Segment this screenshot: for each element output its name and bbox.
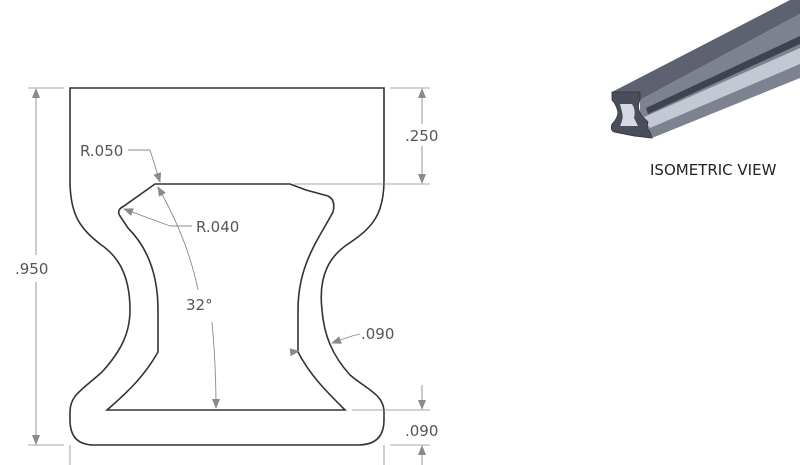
leader-wall-thickness xyxy=(351,333,361,337)
dim-wall-thickness: .090 xyxy=(361,325,394,343)
dim-angle: 32° xyxy=(186,296,213,314)
dim-radius-inner: R.040 xyxy=(196,218,239,236)
iso-channel-groove xyxy=(646,36,800,114)
iso-top-face xyxy=(612,0,800,100)
dim-line-wall-thickness-left xyxy=(289,348,300,357)
leader-radius-outer xyxy=(149,149,162,183)
part-outer-profile xyxy=(69,87,385,446)
dim-arc-angle-upper xyxy=(157,186,199,291)
iso-channel-light xyxy=(642,48,800,128)
leader-radius-inner xyxy=(123,208,171,227)
dim-bottom-thickness: .090 xyxy=(405,422,438,440)
part-inner-cavity xyxy=(104,183,347,411)
dim-arc-angle-lower xyxy=(211,321,220,409)
dim-overall-height: .950 xyxy=(15,260,48,278)
dim-radius-outer: R.050 xyxy=(80,142,123,160)
dim-line-wall-thickness-right xyxy=(331,335,353,344)
iso-end-cavity xyxy=(620,104,638,126)
iso-caption: ISOMETRIC VIEW xyxy=(650,161,777,179)
isometric-view xyxy=(610,0,800,139)
dim-top-thickness: .250 xyxy=(405,127,438,145)
